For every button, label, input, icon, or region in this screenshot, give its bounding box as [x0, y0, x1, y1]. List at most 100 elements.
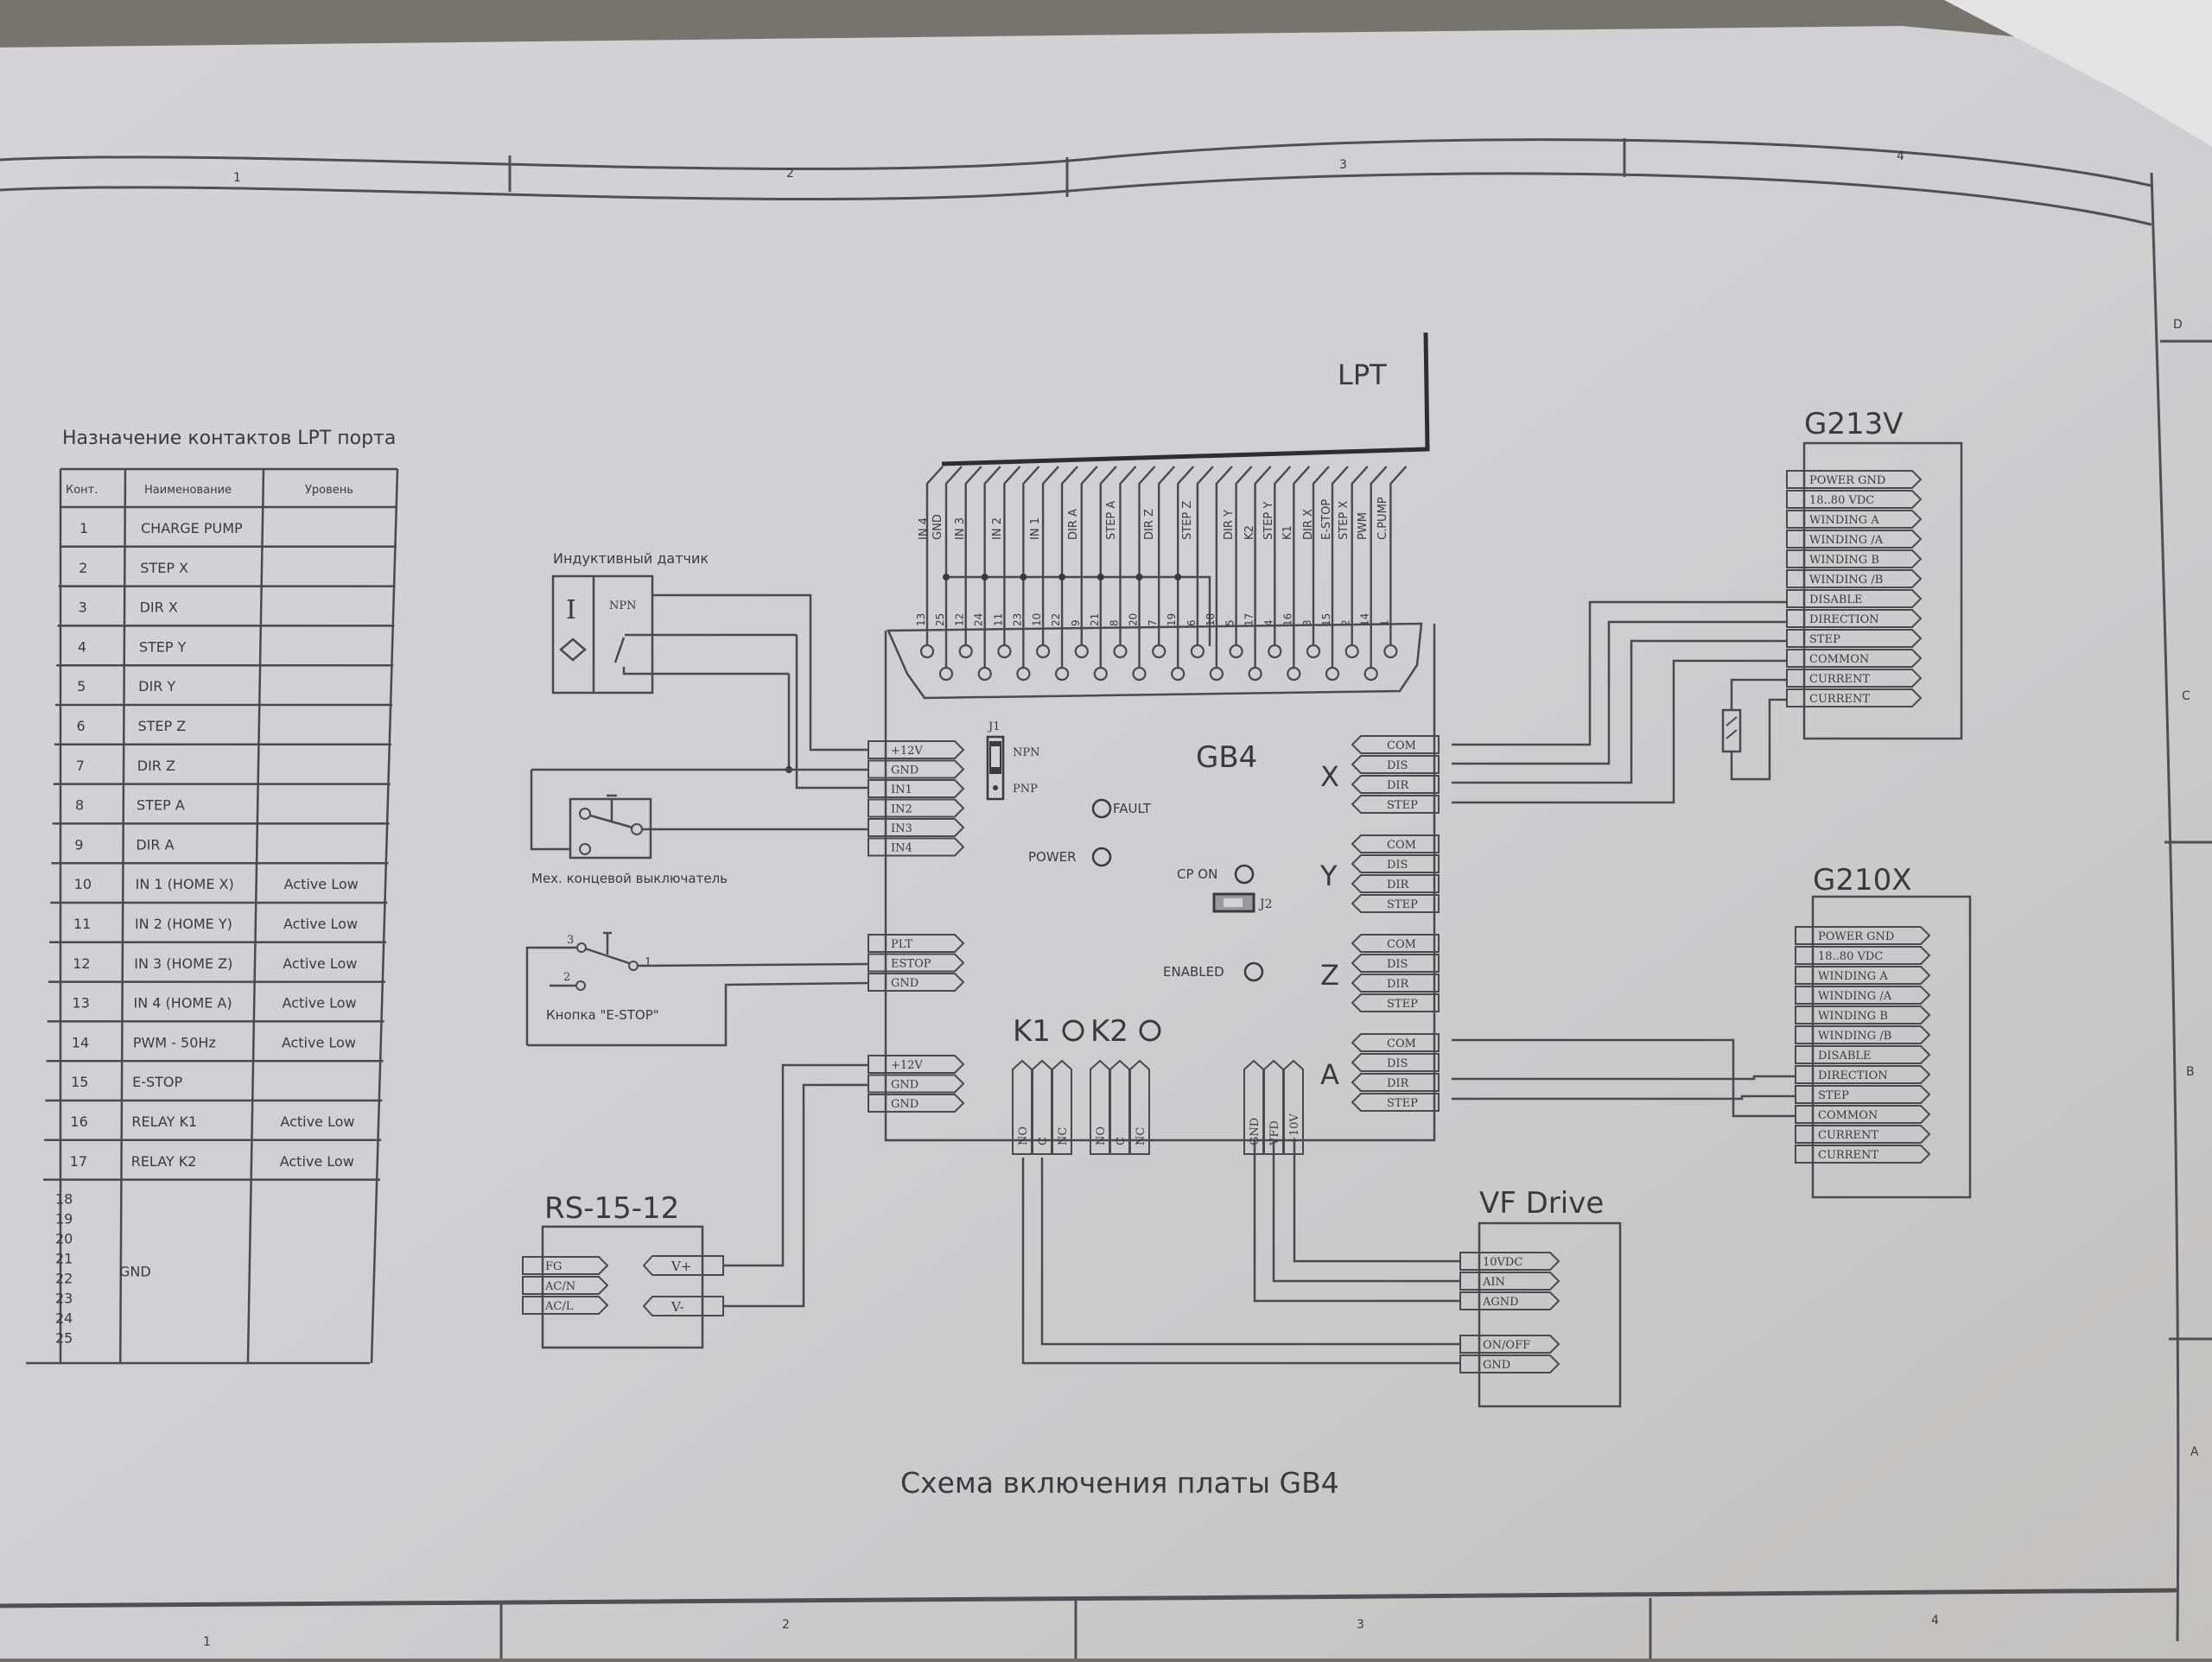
table-cell-pin: 17	[70, 1153, 87, 1170]
g213v-pin: CURRENT	[1786, 669, 1923, 688]
relay-k1-pin-label: C	[1037, 1137, 1050, 1145]
axis-pin-label: COM	[1387, 739, 1416, 752]
drawing-frame	[0, 138, 2212, 1659]
sensor-diamond-icon	[559, 638, 587, 662]
lpt-wire-label: IN 2	[991, 517, 1004, 540]
g210x-pin: STEP	[1795, 1085, 1931, 1104]
j1-jumper-header[interactable]	[986, 735, 1005, 801]
table-cell-name: IN 4 (HOME A)	[134, 995, 232, 1012]
db25-pin-number: 12	[954, 613, 966, 626]
frame-zone-side-a: A	[2190, 1445, 2199, 1459]
db25-pin-number: 23	[1011, 613, 1023, 626]
lpt-wire-label: STEP A	[1105, 501, 1118, 540]
axis-pin-label: COM	[1387, 1037, 1416, 1050]
g213v-pin-label: COMMON	[1809, 653, 1869, 666]
table-cell-gnd-pin: 25	[55, 1330, 73, 1347]
input-connector-pin-label: IN2	[891, 803, 912, 816]
lpt-wire	[983, 466, 1001, 667]
axis-label: X	[1320, 760, 1339, 793]
g210x-pin-label: STEP	[1818, 1089, 1849, 1102]
wire-agnd	[1253, 1140, 1460, 1303]
db25-pin	[1325, 666, 1340, 682]
vfd-pin-label: AGND	[1482, 1296, 1519, 1309]
axis-pin: DIS	[1351, 1053, 1440, 1072]
limit-switch-caption: Мех. концевой выключатель	[531, 871, 728, 886]
lpt-wire	[1099, 466, 1117, 667]
lpt-cable	[941, 332, 1430, 466]
table-cell-level: Active Low	[280, 1113, 354, 1130]
estop-wire	[637, 962, 869, 967]
vfd-pin-label: ON/OFF	[1483, 1339, 1530, 1352]
lpt-wire	[1119, 466, 1137, 646]
db25-pin-number: 20	[1128, 613, 1140, 626]
wire-ain	[1272, 1140, 1460, 1283]
db25-pin-number: 7	[1147, 619, 1159, 626]
lpt-wire-label: PWM	[1357, 512, 1370, 540]
db25-pin	[977, 666, 992, 682]
axis-pin-label: DIS	[1387, 859, 1408, 872]
db25-pin	[1152, 644, 1166, 659]
db25-pin-number: 25	[934, 613, 946, 626]
table-cell-name: DIR Y	[138, 678, 175, 695]
frame-zone-side-b: B	[2186, 1065, 2195, 1079]
g213v-pin-label: WINDING A	[1809, 514, 1879, 527]
db25-pin	[1035, 644, 1051, 659]
paper-corner	[1944, 0, 2212, 147]
axis-pin-label: DIR	[1387, 978, 1410, 991]
g210x-pin-label: WINDING /B	[1818, 1030, 1891, 1043]
g210x-pin: DIRECTION	[1795, 1065, 1931, 1084]
g213v-pin: DIRECTION	[1786, 609, 1923, 628]
lpt-wire	[1331, 466, 1349, 667]
db25-pin-number: 5	[1224, 619, 1236, 626]
wire-a-step	[1452, 1094, 1796, 1101]
lpt-wire-label: C.PUMP	[1376, 497, 1389, 540]
db25-pin-number: 16	[1281, 613, 1294, 626]
lpt-wire	[1022, 466, 1040, 667]
g210x-pin-label: POWER GND	[1818, 930, 1894, 943]
input-connector-pin-label: +12V	[891, 745, 923, 758]
db25-pin	[997, 644, 1012, 659]
vfd-pin: AIN	[1459, 1272, 1560, 1291]
relay-k1-pin: NC	[1052, 1059, 1072, 1155]
psu-output-pin-label: V+	[671, 1259, 691, 1274]
g213v-pin: CURRENT	[1786, 688, 1923, 707]
g213v-pin: WINDING B	[1786, 549, 1923, 568]
axis-pin: DIR	[1351, 775, 1440, 794]
lpt-wire-label: IN 4	[918, 517, 931, 540]
estop-pin-3: 3	[567, 934, 574, 947]
axis-label: A	[1320, 1058, 1339, 1091]
table-header-level: Уровень	[305, 484, 353, 497]
inductive-symbol: I	[566, 595, 576, 625]
g210x-pin: WINDING /A	[1795, 986, 1931, 1005]
db25-pin	[1190, 644, 1205, 659]
input-connector-pin-label: IN1	[891, 783, 912, 796]
psu-input-pin: AC/N	[522, 1276, 609, 1295]
board-outline	[884, 624, 1436, 1142]
axis-pin: STEP	[1351, 894, 1440, 913]
axis-pin-label: COM	[1387, 938, 1416, 951]
db25-pin	[1363, 666, 1378, 682]
db25-pin-number: 6	[1185, 619, 1198, 626]
relay-k2-pin-label: NC	[1135, 1127, 1147, 1145]
db25-pin	[958, 644, 973, 659]
input-connector-pin: +12V	[868, 740, 965, 759]
axis-label: Z	[1320, 959, 1339, 992]
lpt-wire	[1370, 466, 1388, 667]
table-cell-name: DIR A	[136, 836, 174, 853]
table-cell-name: DIR X	[140, 599, 178, 616]
db25-pin	[919, 644, 935, 659]
g213v-pin-label: 18..80 VDC	[1809, 494, 1874, 507]
sensor-wire-12v	[652, 593, 868, 752]
lpt-wire-label: DIR Y	[1223, 510, 1236, 540]
table-cell-pin: 4	[78, 638, 86, 655]
g210x-pin: COMMON	[1795, 1105, 1931, 1124]
lpt-wire-label: DIR Z	[1143, 509, 1156, 540]
